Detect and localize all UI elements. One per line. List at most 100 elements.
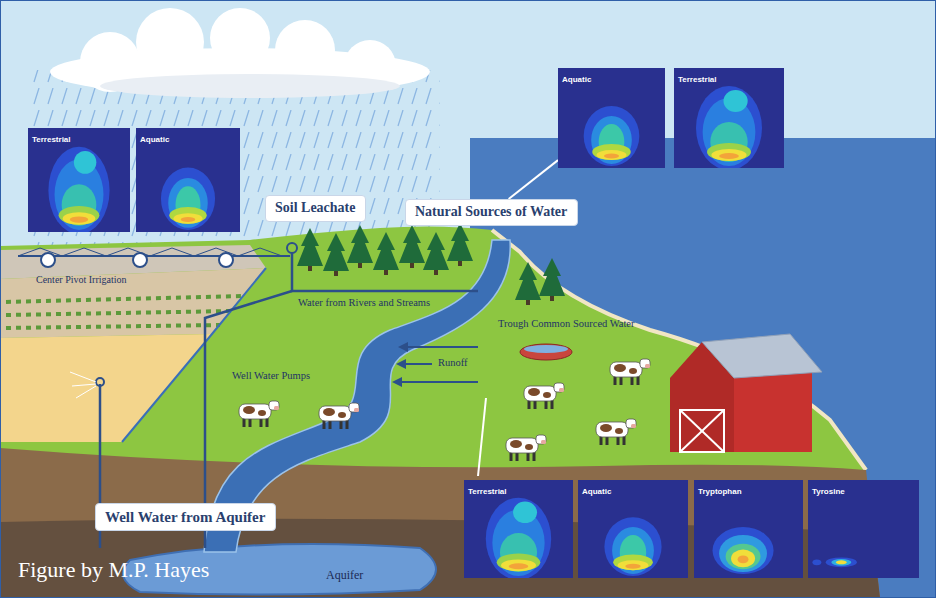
contour-band [501, 559, 536, 571]
contour-band [173, 213, 202, 223]
contour-band [719, 153, 739, 159]
contour-band [513, 502, 537, 524]
arrowhead [392, 377, 402, 387]
spray [72, 384, 96, 386]
contour-band [509, 563, 529, 569]
cow [239, 401, 279, 427]
panel-title: Aquatic [140, 136, 169, 145]
runoff-arrow [404, 346, 478, 348]
contour-band [738, 555, 749, 563]
contour-band [592, 144, 631, 160]
crop-row [6, 311, 232, 315]
contour-band [812, 559, 821, 565]
contour-band [724, 90, 748, 112]
runoff-label: Runoff [438, 357, 468, 369]
contour-band [719, 535, 767, 572]
trough-tub [520, 344, 572, 360]
grain-field [0, 334, 212, 442]
contour-band [584, 106, 640, 166]
contour-band [63, 212, 96, 224]
pivot-head [287, 243, 297, 253]
barn-door [680, 410, 724, 452]
aquifer-label: Aquifer [326, 569, 363, 583]
soil-layer [0, 448, 880, 598]
contour-band [826, 557, 857, 567]
contour-band [597, 150, 627, 160]
center-pivot [18, 243, 297, 267]
contour-band [711, 149, 746, 161]
cow [610, 359, 650, 385]
shoreline [492, 230, 866, 470]
water-source-label: Water from Rivers and Streams [298, 297, 430, 309]
tree [515, 262, 541, 305]
contour-band [613, 554, 653, 570]
contour-band [710, 122, 747, 162]
cow [506, 435, 546, 461]
tree [347, 225, 373, 268]
runoff-arrow [402, 363, 432, 365]
contour-band [62, 184, 97, 226]
crop-rows [6, 296, 244, 328]
pivot-wheel [133, 253, 147, 267]
cow [596, 419, 636, 445]
tree [539, 258, 565, 301]
pivot-truss [18, 248, 282, 256]
leader-connector [509, 160, 558, 199]
crop-field [0, 268, 266, 338]
trough [520, 344, 572, 360]
tree [373, 232, 399, 275]
eem-panel: Terrestrial [28, 128, 130, 232]
tree [297, 228, 323, 271]
eem-panel: Terrestrial [464, 480, 573, 578]
leader-line [478, 398, 486, 476]
crop-row [6, 325, 220, 328]
eem-panel: Tryptophan [694, 480, 803, 578]
panel-title: Terrestrial [678, 76, 717, 85]
contour-band [836, 560, 847, 564]
contour-band [181, 217, 196, 222]
cloud-puff [210, 8, 270, 68]
pivot-wheel [219, 253, 233, 267]
barn-door-brace [680, 410, 724, 452]
label-box: Natural Sources of Water [405, 199, 578, 226]
grassland [0, 226, 866, 470]
eem-panel: Aquatic [578, 480, 688, 578]
contour-band [169, 207, 206, 224]
contour-band [831, 559, 851, 566]
pump-label: Well Water Pumps [232, 370, 310, 382]
contour-band [731, 550, 755, 568]
spray [70, 372, 96, 382]
credit-label: Figure by M.P. Hayes [18, 557, 209, 582]
barn-side [734, 372, 812, 452]
pipes [70, 253, 478, 548]
contour-band [726, 544, 761, 569]
contour-band [497, 554, 541, 572]
label-box: Soil Leachate [265, 195, 366, 222]
spray [76, 386, 96, 398]
barn [670, 334, 822, 452]
contour-band [591, 116, 632, 164]
barn-door-brace [680, 410, 724, 452]
contour-band [604, 154, 619, 159]
contour-band [625, 564, 640, 569]
runoff-arrow [398, 381, 478, 383]
contour-band [618, 560, 649, 570]
contour-band [612, 527, 654, 574]
tree [323, 233, 349, 276]
panel-title: Tyrosine [812, 488, 845, 497]
label-text: Well Water from Aquifer [105, 508, 266, 526]
cloud-puff [136, 8, 204, 76]
cow [524, 383, 564, 409]
rain [30, 70, 440, 248]
label-text: Natural Sources of Water [415, 204, 568, 221]
panel-title: Aquatic [582, 488, 611, 497]
cloud-puff [275, 20, 335, 80]
tree [423, 232, 449, 275]
arrowhead [398, 342, 408, 352]
crop-row [6, 296, 244, 302]
contour-band [696, 86, 762, 168]
